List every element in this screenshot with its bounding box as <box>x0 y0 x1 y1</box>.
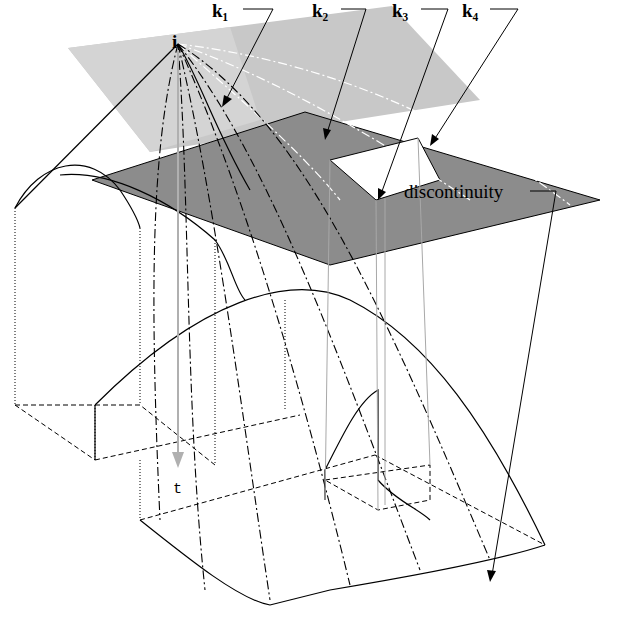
ray-label: k₁ <box>212 1 228 20</box>
point-label: i <box>172 32 177 51</box>
ray-label: k₂ <box>312 1 328 20</box>
ray-label: k₃ <box>392 1 408 20</box>
callout-label: discontinuity <box>404 182 503 201</box>
ray-label: k₄ <box>462 1 478 20</box>
axis-label: t <box>173 482 182 497</box>
